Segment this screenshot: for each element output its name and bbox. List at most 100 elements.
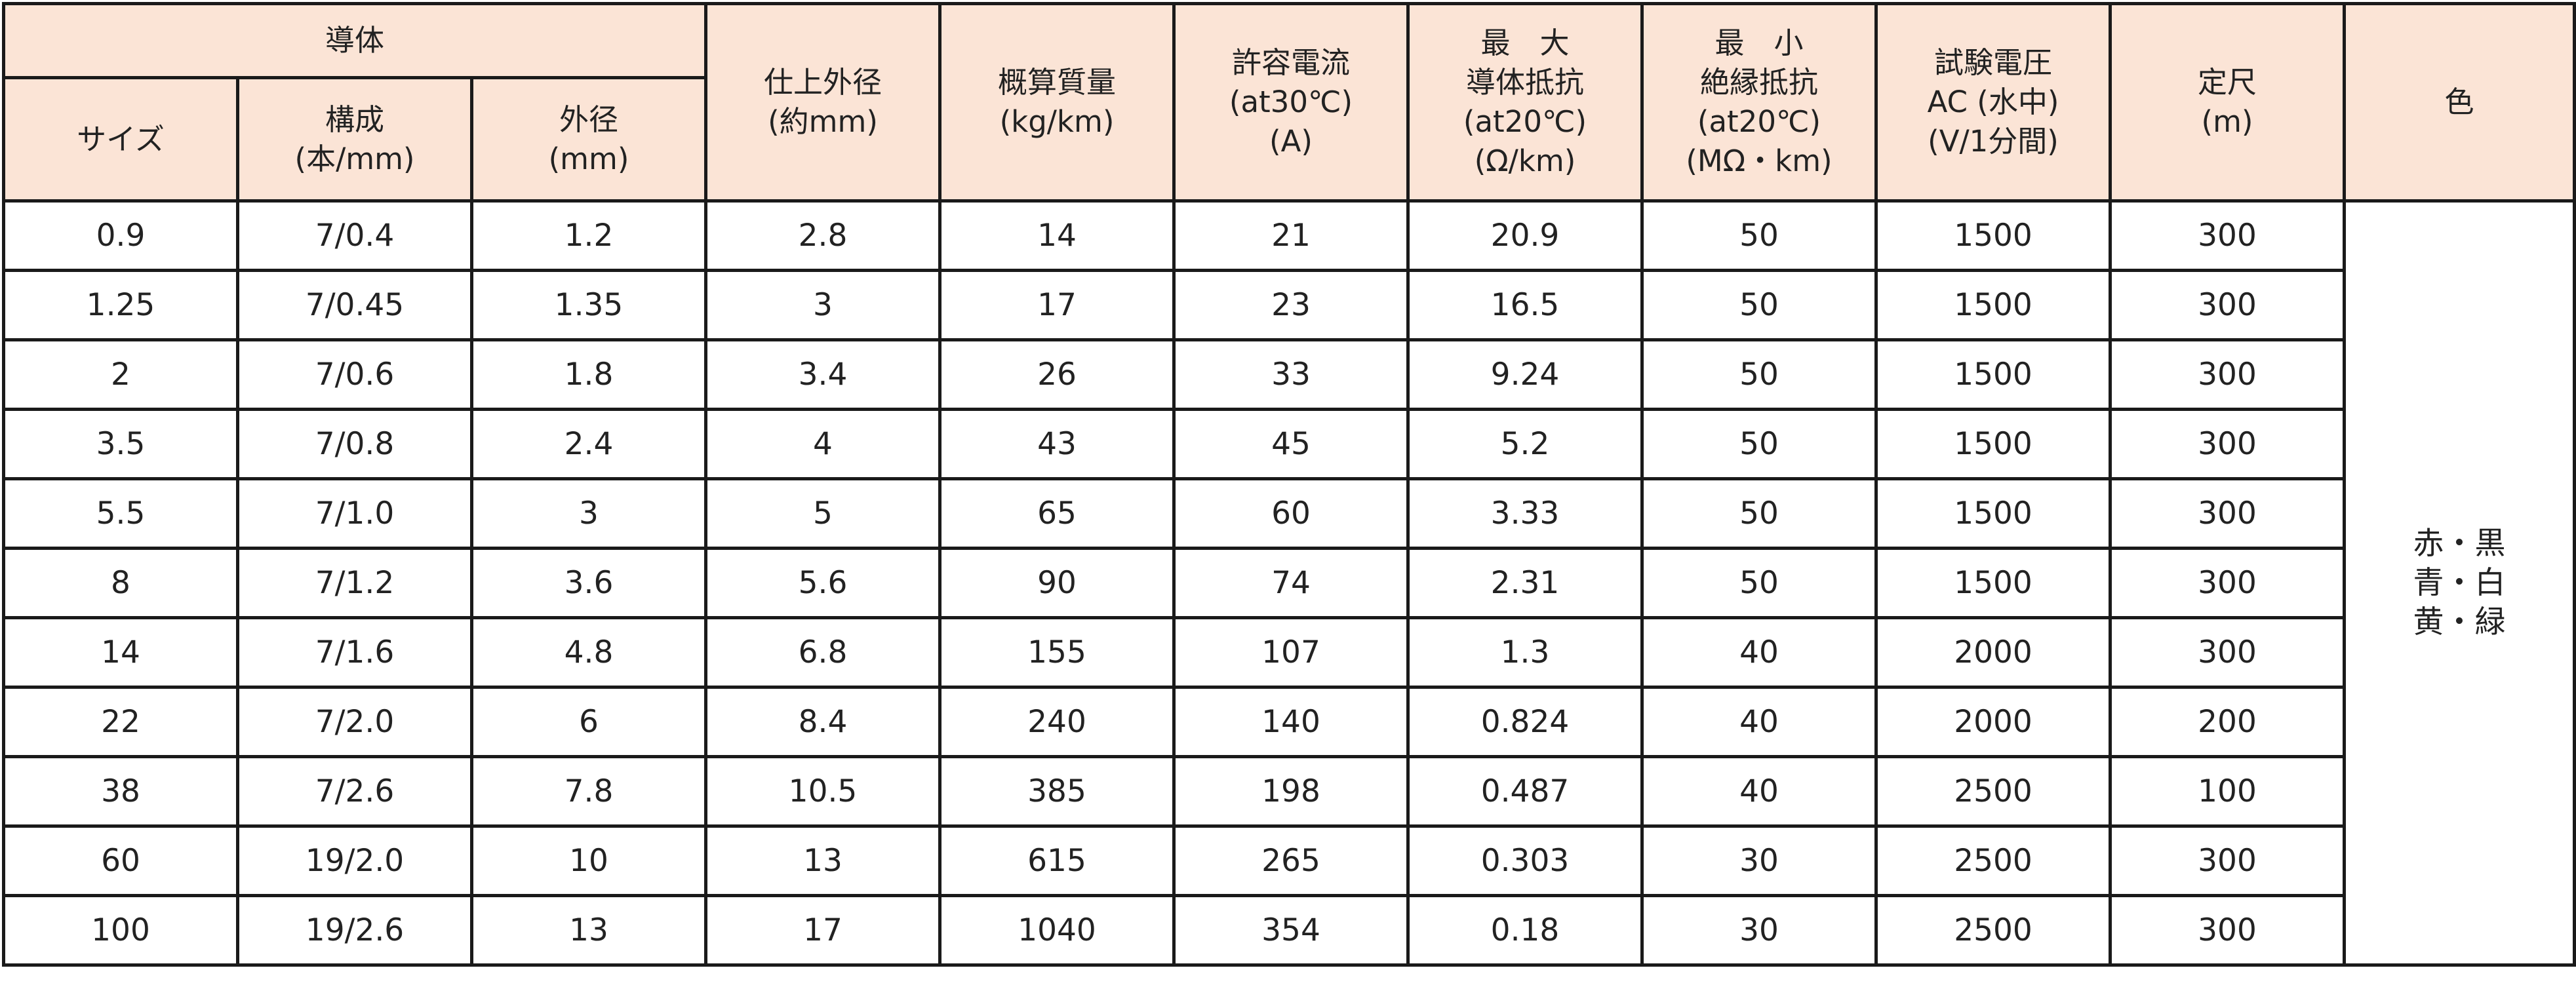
standard-length-cell: 300 bbox=[2109, 894, 2346, 967]
finished-outer-diameter-cell: 6.8 bbox=[704, 616, 941, 689]
size-cell: 14 bbox=[2, 616, 239, 689]
conductor-diameter-cell: 13 bbox=[470, 894, 707, 967]
max-conductor-resistance-cell: 0.487 bbox=[1406, 755, 1644, 828]
min-insulation-resistance-cell: 50 bbox=[1640, 408, 1878, 480]
composition-cell: 7/2.6 bbox=[236, 755, 473, 828]
max-conductor-resistance-cell: 0.824 bbox=[1406, 686, 1644, 758]
composition-cell: 7/0.6 bbox=[236, 338, 473, 411]
approx-mass-cell: 615 bbox=[938, 824, 1176, 897]
standard-length-cell: 300 bbox=[2109, 477, 2346, 550]
color-cell: 赤・黒青・白黄・緑 bbox=[2343, 199, 2576, 967]
header-standard-length: 定尺 (m) bbox=[2109, 2, 2346, 203]
finished-outer-diameter-cell: 10.5 bbox=[704, 755, 941, 828]
test-voltage-cell: 2500 bbox=[1874, 755, 2112, 828]
min-insulation-resistance-cell: 40 bbox=[1640, 755, 1878, 828]
approx-mass-cell: 1040 bbox=[938, 894, 1176, 967]
finished-outer-diameter-cell: 8.4 bbox=[704, 686, 941, 758]
header-color: 色 bbox=[2343, 2, 2576, 203]
conductor-diameter-cell: 4.8 bbox=[470, 616, 707, 689]
approx-mass-cell: 17 bbox=[938, 269, 1176, 341]
conductor-diameter-cell: 1.8 bbox=[470, 338, 707, 411]
finished-outer-diameter-cell: 5 bbox=[704, 477, 941, 550]
test-voltage-cell: 1500 bbox=[1874, 408, 2112, 480]
composition-cell: 7/1.6 bbox=[236, 616, 473, 689]
composition-cell: 7/0.4 bbox=[236, 199, 473, 272]
header-conductor-diameter: 外径 (mm) bbox=[470, 76, 707, 203]
size-cell: 2 bbox=[2, 338, 239, 411]
header-max-conductor-resistance: 最 大 導体抵抗 (at20℃) (Ω/km) bbox=[1406, 2, 1644, 203]
header-allowable-current: 許容電流 (at30℃) (A) bbox=[1172, 2, 1410, 203]
conductor-diameter-cell: 6 bbox=[470, 686, 707, 758]
header-finished-outer-diameter: 仕上外径 (約mm) bbox=[704, 2, 941, 203]
size-cell: 22 bbox=[2, 686, 239, 758]
approx-mass-cell: 155 bbox=[938, 616, 1176, 689]
allowable-current-cell: 107 bbox=[1172, 616, 1410, 689]
header-conductor-group: 導体 bbox=[2, 2, 707, 79]
max-conductor-resistance-cell: 5.2 bbox=[1406, 408, 1644, 480]
header-row-1: 導体 仕上外径 (約mm) 概算質量 (kg/km) 許容電流 (at30℃) … bbox=[2, 2, 2576, 203]
finished-outer-diameter-cell: 3.4 bbox=[704, 338, 941, 411]
standard-length-cell: 200 bbox=[2109, 686, 2346, 758]
approx-mass-cell: 65 bbox=[938, 477, 1176, 550]
color-value: 黄・緑 bbox=[2413, 604, 2506, 640]
allowable-current-cell: 265 bbox=[1172, 824, 1410, 897]
max-conductor-resistance-cell: 2.31 bbox=[1406, 547, 1644, 619]
min-insulation-resistance-cell: 50 bbox=[1640, 199, 1878, 272]
max-conductor-resistance-cell: 1.3 bbox=[1406, 616, 1644, 689]
finished-outer-diameter-cell: 13 bbox=[704, 824, 941, 897]
test-voltage-cell: 1500 bbox=[1874, 199, 2112, 272]
allowable-current-cell: 140 bbox=[1172, 686, 1410, 758]
allowable-current-cell: 60 bbox=[1172, 477, 1410, 550]
composition-cell: 19/2.0 bbox=[236, 824, 473, 897]
header-approx-mass: 概算質量 (kg/km) bbox=[938, 2, 1176, 203]
test-voltage-cell: 2500 bbox=[1874, 894, 2112, 967]
test-voltage-cell: 1500 bbox=[1874, 477, 2112, 550]
conductor-diameter-cell: 2.4 bbox=[470, 408, 707, 480]
standard-length-cell: 300 bbox=[2109, 408, 2346, 480]
conductor-diameter-cell: 1.2 bbox=[470, 199, 707, 272]
standard-length-cell: 300 bbox=[2109, 547, 2346, 619]
composition-cell: 7/1.0 bbox=[236, 477, 473, 550]
composition-cell: 7/2.0 bbox=[236, 686, 473, 758]
conductor-diameter-cell: 3 bbox=[470, 477, 707, 550]
approx-mass-cell: 26 bbox=[938, 338, 1176, 411]
allowable-current-cell: 198 bbox=[1172, 755, 1410, 828]
finished-outer-diameter-cell: 17 bbox=[704, 894, 941, 967]
standard-length-cell: 300 bbox=[2109, 199, 2346, 272]
max-conductor-resistance-cell: 0.18 bbox=[1406, 894, 1644, 967]
max-conductor-resistance-cell: 9.24 bbox=[1406, 338, 1644, 411]
test-voltage-cell: 1500 bbox=[1874, 547, 2112, 619]
test-voltage-cell: 2500 bbox=[1874, 824, 2112, 897]
approx-mass-cell: 240 bbox=[938, 686, 1176, 758]
min-insulation-resistance-cell: 30 bbox=[1640, 824, 1878, 897]
approx-mass-cell: 43 bbox=[938, 408, 1176, 480]
approx-mass-cell: 385 bbox=[938, 755, 1176, 828]
min-insulation-resistance-cell: 40 bbox=[1640, 616, 1878, 689]
standard-length-cell: 300 bbox=[2109, 269, 2346, 341]
finished-outer-diameter-cell: 4 bbox=[704, 408, 941, 480]
conductor-diameter-cell: 10 bbox=[470, 824, 707, 897]
test-voltage-cell: 1500 bbox=[1874, 269, 2112, 341]
size-cell: 3.5 bbox=[2, 408, 239, 480]
min-insulation-resistance-cell: 30 bbox=[1640, 894, 1878, 967]
test-voltage-cell: 2000 bbox=[1874, 616, 2112, 689]
allowable-current-cell: 33 bbox=[1172, 338, 1410, 411]
size-cell: 8 bbox=[2, 547, 239, 619]
min-insulation-resistance-cell: 50 bbox=[1640, 477, 1878, 550]
composition-cell: 7/0.8 bbox=[236, 408, 473, 480]
header-size: サイズ bbox=[2, 76, 239, 203]
composition-cell: 7/1.2 bbox=[236, 547, 473, 619]
finished-outer-diameter-cell: 3 bbox=[704, 269, 941, 341]
header-composition: 構成 (本/mm) bbox=[236, 76, 473, 203]
standard-length-cell: 300 bbox=[2109, 616, 2346, 689]
finished-outer-diameter-cell: 5.6 bbox=[704, 547, 941, 619]
max-conductor-resistance-cell: 0.303 bbox=[1406, 824, 1644, 897]
allowable-current-cell: 21 bbox=[1172, 199, 1410, 272]
